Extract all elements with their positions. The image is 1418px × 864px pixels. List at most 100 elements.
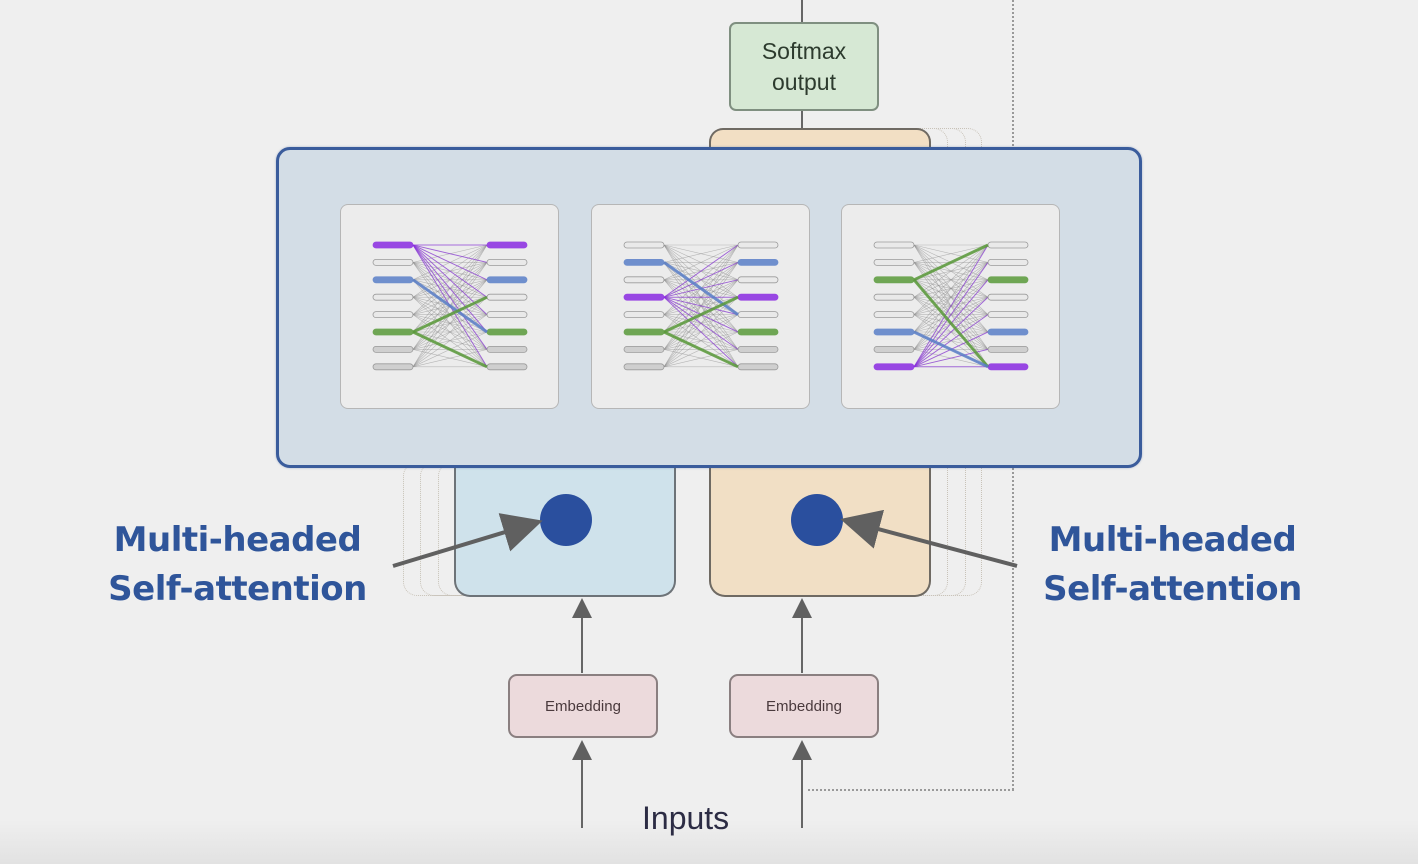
attention-strong-link xyxy=(912,278,990,368)
token-bar-right xyxy=(486,276,528,284)
multi-head-attention-panel xyxy=(276,147,1142,468)
token-bar-left xyxy=(623,259,665,266)
attention-mesh-line xyxy=(913,244,989,315)
token-bar-right xyxy=(486,345,528,353)
attention-mesh-line xyxy=(913,244,989,298)
attention-mesh-line xyxy=(412,279,488,367)
attention-strong-link xyxy=(412,295,488,334)
attention-mesh-line xyxy=(913,244,989,263)
attention-highlight-line xyxy=(663,296,739,316)
token-bar-left xyxy=(873,259,915,266)
attention-highlight-line xyxy=(663,296,739,368)
token-bar-left xyxy=(372,241,414,249)
token-bar-right xyxy=(737,311,779,318)
attention-mesh-line xyxy=(913,244,989,333)
connector-softmax-decoder xyxy=(801,107,803,129)
attention-highlight-line xyxy=(913,314,989,368)
attention-mesh-line xyxy=(663,349,739,368)
token-bar-right xyxy=(987,363,1029,371)
attention-highlight-line xyxy=(913,262,989,368)
attention-head-3-graphic xyxy=(873,241,1029,371)
left-annotation-arrow xyxy=(392,513,543,568)
token-bar-right xyxy=(987,276,1029,284)
embedding-box-decoder: Embedding xyxy=(729,674,879,738)
token-bar-right xyxy=(486,241,528,249)
token-bar-right xyxy=(987,293,1029,301)
inputs-label: Inputs xyxy=(642,800,730,836)
right-annotation-arrow xyxy=(840,509,1018,568)
token-bar-left xyxy=(372,311,414,318)
token-bar-left xyxy=(372,345,414,353)
token-bar-left xyxy=(372,293,414,301)
token-bar-right xyxy=(737,293,779,301)
attention-highlight-line xyxy=(412,244,488,298)
token-bar-left xyxy=(623,293,665,301)
attention-strong-link xyxy=(663,295,739,334)
right-annotation-label: Multi-headed Self-attention xyxy=(1043,520,1302,609)
token-bar-right xyxy=(486,259,528,266)
embedding-box-encoder: Embedding xyxy=(508,674,658,738)
decoder-attention-dot xyxy=(791,494,843,546)
token-bar-left xyxy=(873,345,915,353)
token-bar-right xyxy=(737,276,779,284)
token-bar-right xyxy=(737,259,779,266)
softmax-output-box: Softmax output xyxy=(729,22,879,111)
token-bar-right xyxy=(486,363,528,371)
attention-highlight-line xyxy=(412,244,488,350)
attention-highlight-line xyxy=(412,244,488,263)
token-bar-left xyxy=(873,363,915,371)
token-bar-left xyxy=(372,363,414,371)
attention-head-2 xyxy=(591,204,810,409)
connector-top xyxy=(801,0,803,22)
attention-highlight-line xyxy=(412,244,488,281)
attention-strong-link xyxy=(663,330,739,369)
token-bar-right xyxy=(987,311,1029,318)
token-bar-left xyxy=(873,276,915,284)
attention-highlight-line xyxy=(663,296,739,350)
token-bar-right xyxy=(486,311,528,318)
attention-highlight-line xyxy=(663,244,739,298)
attention-highlight-line xyxy=(663,261,739,298)
attention-highlight-line xyxy=(412,244,488,333)
token-bar-right xyxy=(737,328,779,336)
attention-strong-link xyxy=(913,330,989,369)
token-bar-left xyxy=(873,241,915,249)
attention-mesh-line xyxy=(663,244,739,263)
left-annotation-label: Multi-headed Self-attention xyxy=(108,520,367,609)
token-bar-left xyxy=(623,241,665,249)
attention-mesh-line xyxy=(663,314,739,368)
encoder-attention-dot xyxy=(540,494,592,546)
attention-strong-link xyxy=(663,261,739,316)
token-bar-left xyxy=(623,276,665,284)
token-bar-right xyxy=(737,241,779,249)
token-bar-left xyxy=(873,293,915,301)
attention-mesh-line xyxy=(663,244,739,281)
token-bar-right xyxy=(737,345,779,353)
attention-strong-link xyxy=(412,278,488,334)
attention-mesh-line xyxy=(412,296,488,368)
feedback-path-horizontal xyxy=(808,789,1014,791)
token-bar-left xyxy=(372,328,414,336)
attention-highlight-line xyxy=(913,296,989,368)
token-bar-left xyxy=(623,328,665,336)
attention-head-1 xyxy=(340,204,559,409)
token-bar-left xyxy=(623,345,665,353)
attention-head-1-graphic xyxy=(372,241,528,371)
token-bar-right xyxy=(486,328,528,336)
token-bar-right xyxy=(486,293,528,301)
attention-mesh-line xyxy=(412,349,488,368)
token-bar-left xyxy=(623,363,665,371)
token-bar-left xyxy=(623,311,665,318)
token-bar-right xyxy=(987,259,1029,266)
attention-highlight-line xyxy=(913,244,989,368)
token-bar-left xyxy=(372,259,414,266)
token-bar-right xyxy=(737,363,779,371)
token-bar-right xyxy=(987,328,1029,336)
attention-head-3 xyxy=(841,204,1060,409)
attention-head-2-graphic xyxy=(623,241,779,371)
attention-strong-link xyxy=(412,330,488,369)
token-bar-left xyxy=(873,328,915,336)
token-bar-right xyxy=(987,345,1029,353)
token-bar-left xyxy=(873,311,915,318)
